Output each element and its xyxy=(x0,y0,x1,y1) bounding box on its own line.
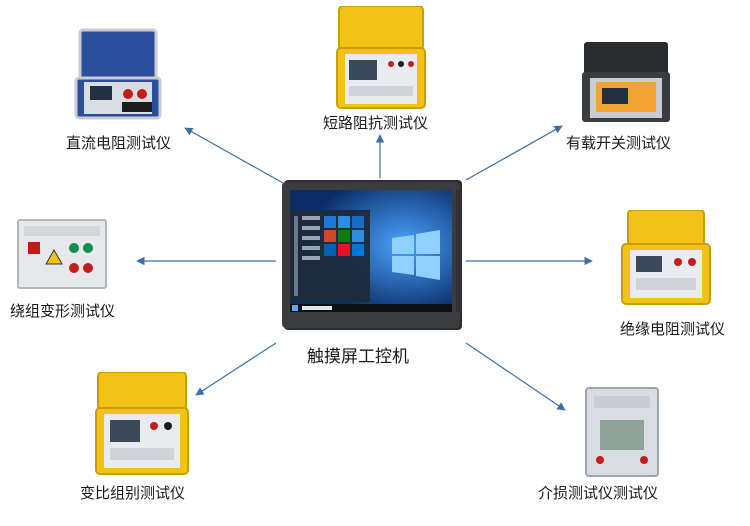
insulation-resistance-tester-image xyxy=(621,210,711,305)
center-node: 触摸屏工控机 xyxy=(280,180,466,367)
arrow-to-dielectric-loss xyxy=(465,342,566,411)
center-label: 触摸屏工控机 xyxy=(307,347,409,367)
dielectric-loss-tester-image xyxy=(585,387,659,477)
short-circuit-impedance-label: 短路阻抗测试仪 xyxy=(323,114,429,132)
dielectric-loss-label: 介损测试仪测试仪 xyxy=(538,484,659,502)
on-load-tap-changer-tester-image xyxy=(582,42,670,122)
industrial-pc-image xyxy=(282,180,462,330)
insulation-resistance-label: 绝缘电阻测试仪 xyxy=(620,320,726,338)
transformer-ratio-group-tester-image xyxy=(95,372,189,475)
on-load-tap-changer-label: 有载开关测试仪 xyxy=(566,134,672,152)
arrow-to-dc-resistance xyxy=(184,127,284,184)
dc-resistance-label: 直流电阻测试仪 xyxy=(66,134,172,152)
transformer-ratio-group-label: 变比组别测试仪 xyxy=(80,484,186,502)
winding-deformation-tester-image xyxy=(17,219,107,289)
arrow-to-on-load-tap-changer xyxy=(465,125,563,181)
short-circuit-impedance-tester-image xyxy=(336,6,426,109)
winding-deformation-label: 绕组变形测试仪 xyxy=(10,302,116,320)
arrow-to-transformer-ratio-group xyxy=(195,342,277,396)
dc-resistance-tester-image xyxy=(74,28,162,120)
